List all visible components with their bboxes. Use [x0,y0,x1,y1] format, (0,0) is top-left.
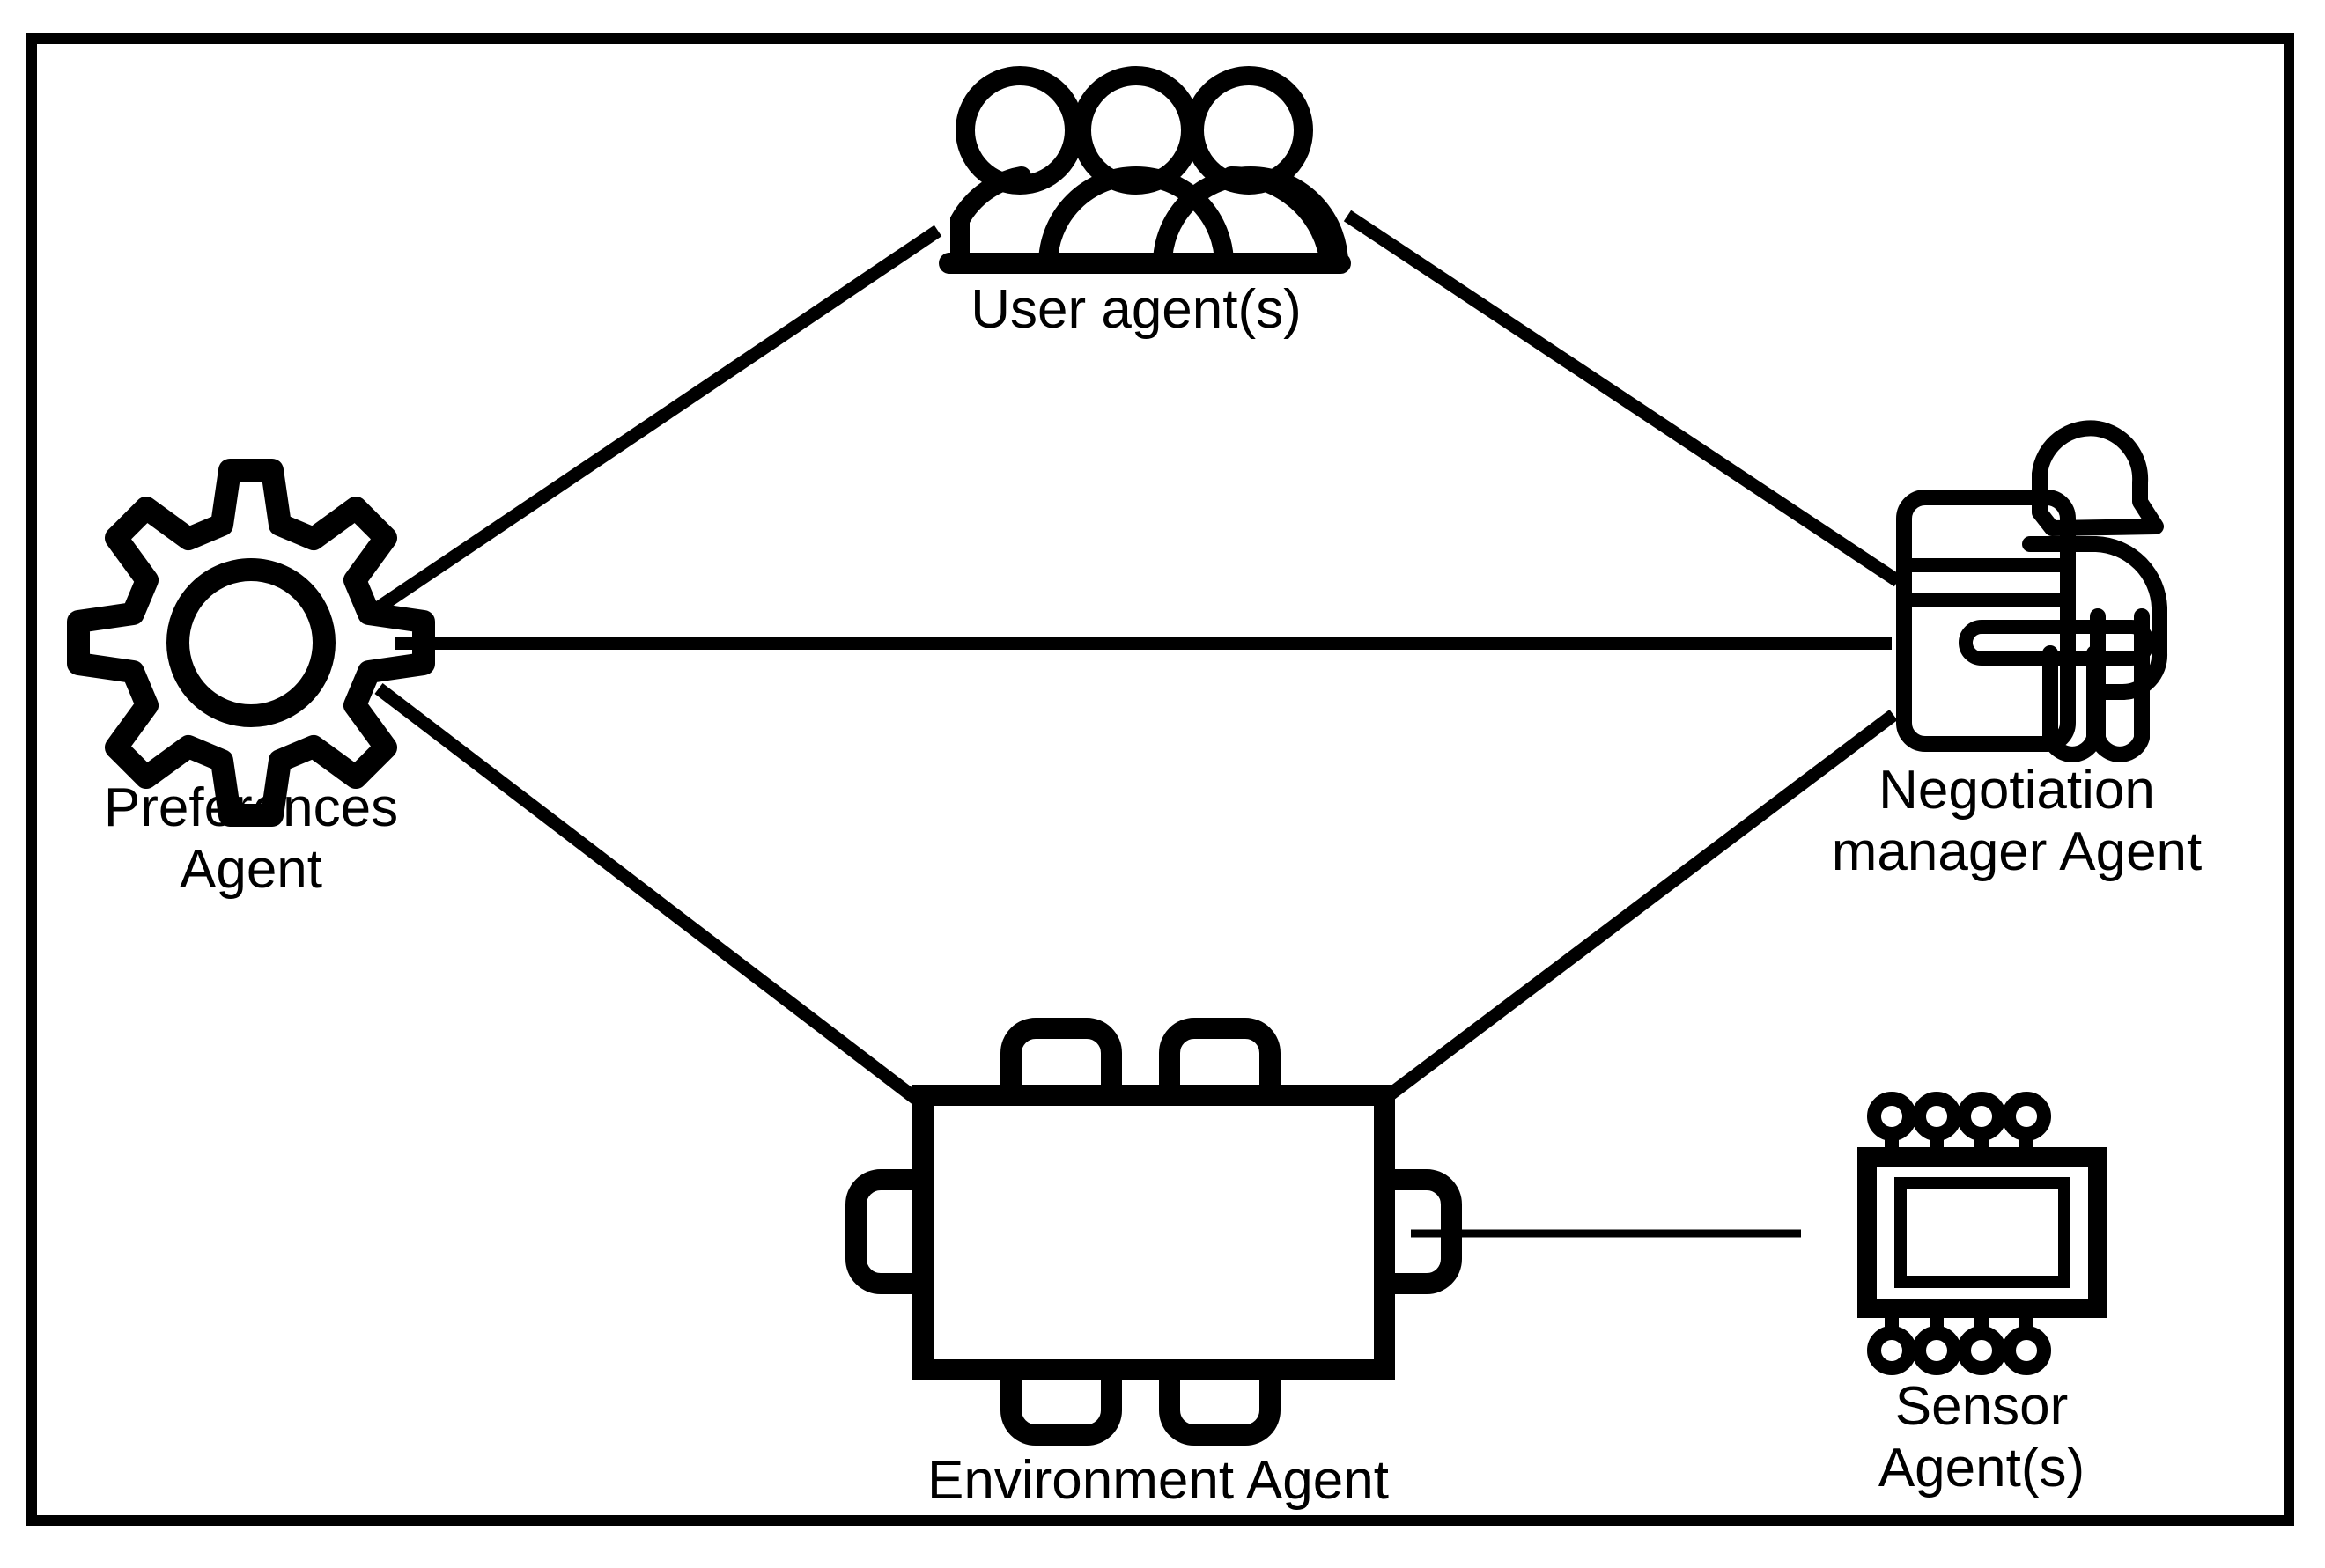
gear-icon [67,459,435,827]
chair-left [845,1169,934,1294]
diagram-frame [26,33,2294,1526]
conference-table-icon [845,1018,1462,1446]
chair-top-left [1000,1018,1122,1109]
presenter-board-icon [1896,420,2168,762]
chair-top-right [1159,1018,1281,1109]
node-negotiation-manager-agent[interactable]: Negotiation manager Agent [1832,420,2203,882]
edge-preferences-to-user [374,225,942,614]
people-group-icon [939,66,1351,274]
user-agents-label-line-1: User agent(s) [971,279,1302,340]
chair-right [1374,1169,1462,1294]
edge-preferences-to-environment [374,683,920,1104]
edge-layer [374,210,1902,1238]
sensor-agents-label-line-2: Agent(s) [1878,1438,2085,1498]
node-sensor-agents[interactable]: Sensor Agent(s) [1857,1092,2107,1498]
edge-user-to-negotiation [1343,210,1902,587]
chair-bottom-left [1000,1354,1122,1446]
node-preferences-agent[interactable]: Preferences Agent [67,459,435,900]
negotiation-manager-label-line-2: manager Agent [1832,821,2203,882]
microchip-icon [1857,1092,2107,1375]
node-user-agents[interactable]: User agent(s) [939,66,1351,340]
chair-bottom-right [1159,1354,1281,1446]
environment-agent-label-line-1: Environment Agent [927,1450,1389,1511]
node-environment-agent[interactable]: Environment Agent [845,1018,1462,1511]
edge-environment-to-negotiation [1380,710,1898,1104]
preferences-agent-label-line-2: Agent [180,839,322,900]
sensor-agents-label-line-1: Sensor [1895,1376,2068,1437]
preferences-agent-label-line-1: Preferences [104,777,398,838]
chip-body-inner [1894,1177,2070,1288]
table-top [912,1085,1395,1380]
negotiation-manager-label-line-1: Negotiation [1878,760,2155,821]
